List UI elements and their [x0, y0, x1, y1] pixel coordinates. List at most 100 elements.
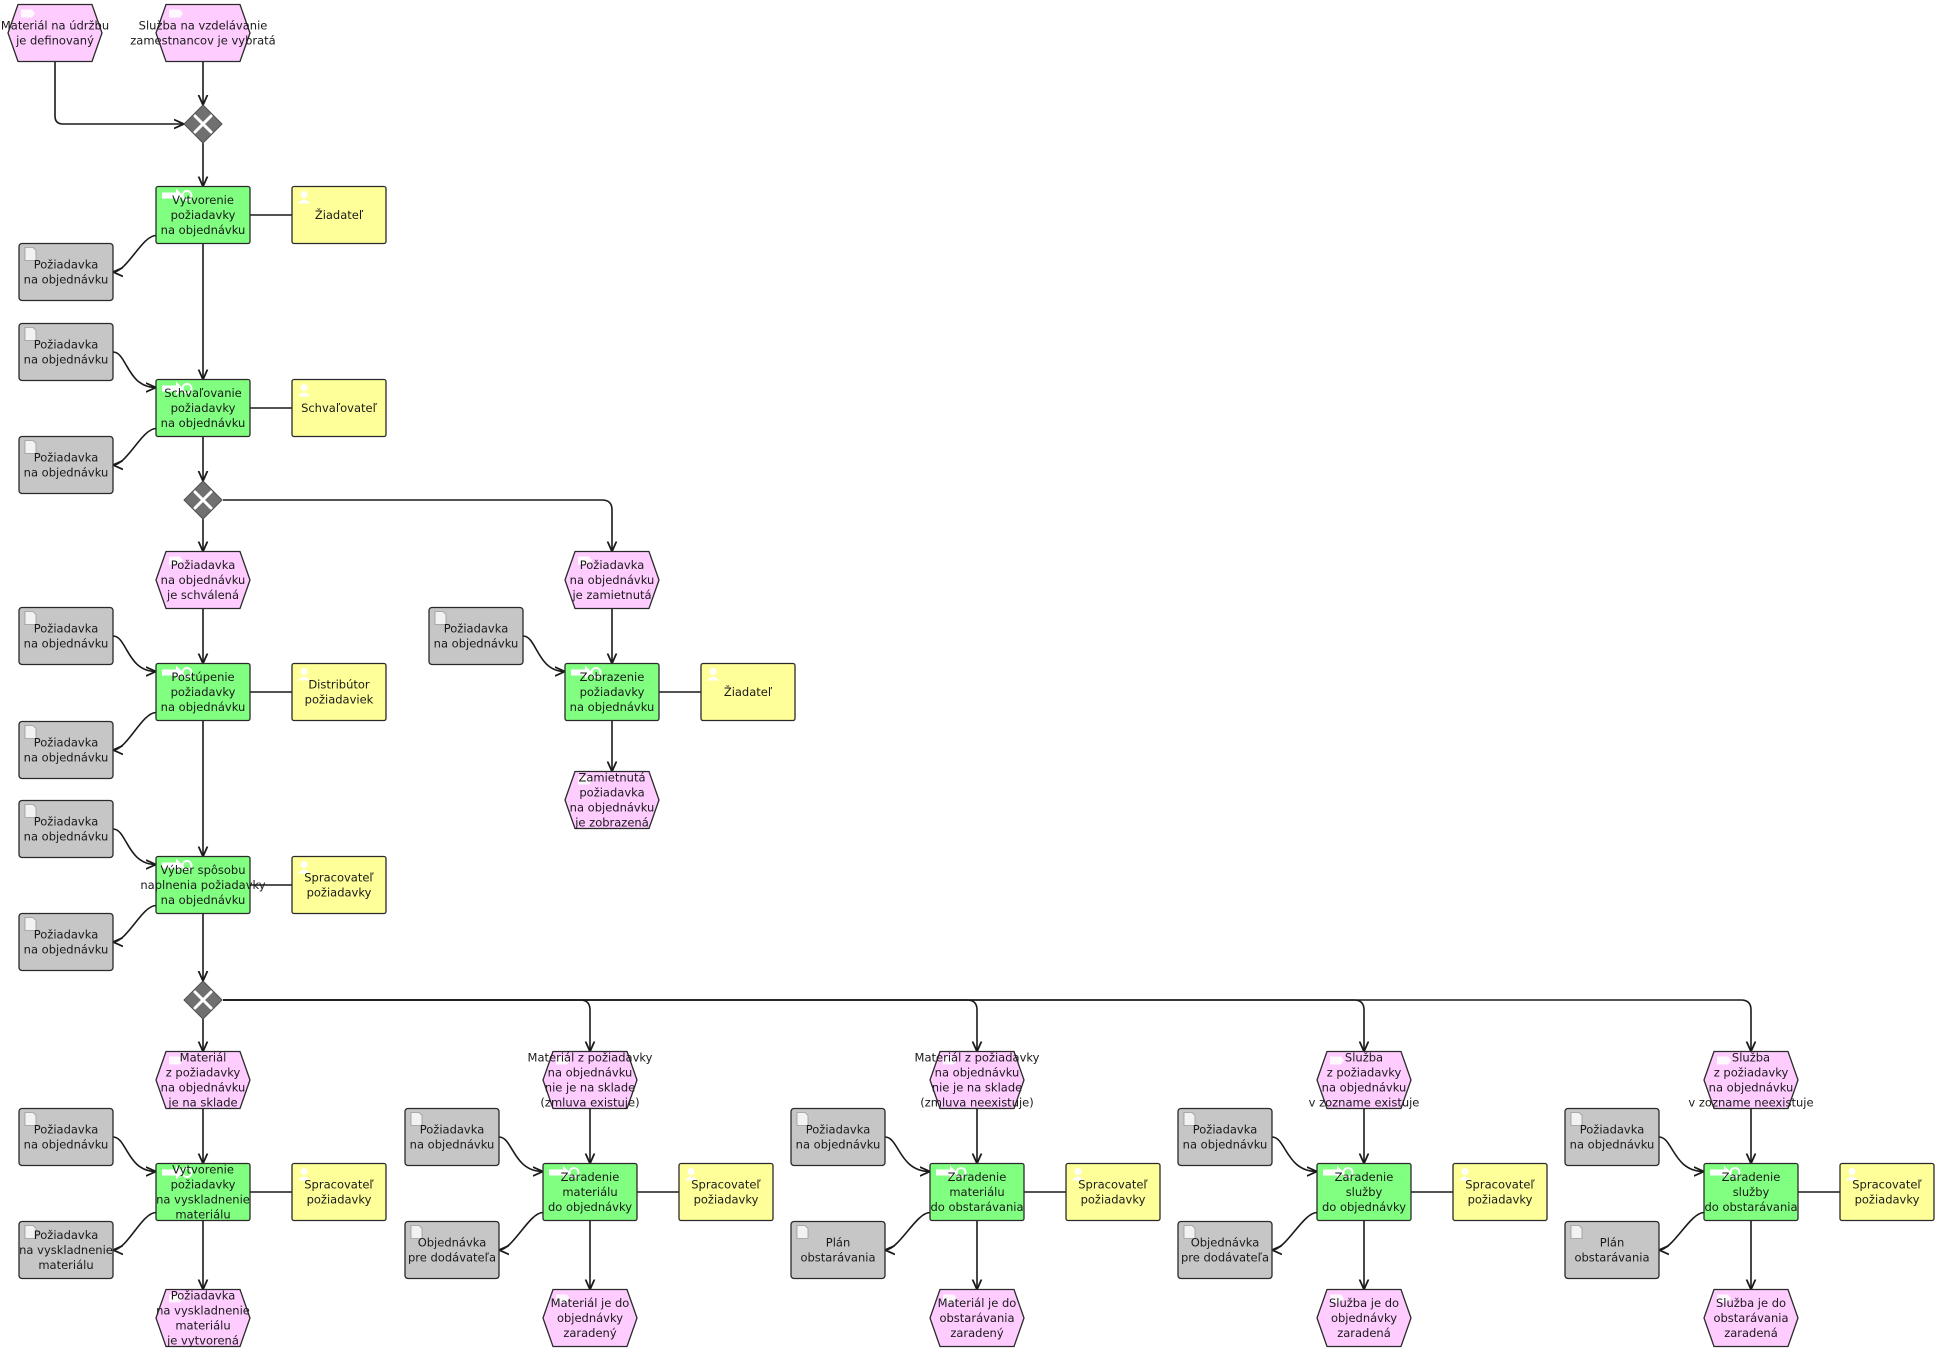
function-shape	[155, 1162, 251, 1222]
label-line: pre dodávateľa	[1181, 1251, 1269, 1265]
document-icon	[24, 440, 37, 454]
label-line: Zaradenie	[561, 1170, 620, 1184]
label-line: Požiadavka	[420, 1123, 485, 1137]
label-line: na vyskladnenie	[156, 1304, 250, 1318]
label-line: Plán	[826, 1236, 850, 1250]
label-line: Požiadavka	[1193, 1123, 1258, 1137]
event-shape	[542, 1288, 638, 1348]
function-arrow-icon	[936, 1165, 957, 1180]
label-line: na objednávku	[161, 416, 246, 430]
label-line: materiálu	[175, 1208, 230, 1222]
document-icon	[24, 1225, 37, 1239]
document-icon	[796, 1225, 809, 1239]
gateway-node[interactable]	[183, 104, 223, 144]
gateway-node[interactable]	[183, 480, 223, 520]
document-shape	[790, 1220, 886, 1280]
label-line: Materiál z požiadavky	[915, 1051, 1040, 1065]
document-icon	[434, 611, 447, 625]
gateway-node[interactable]	[183, 980, 223, 1020]
label-line: na objednávku	[570, 801, 655, 815]
label-line: požiadavky	[171, 401, 236, 415]
connector-edge	[522, 635, 565, 672]
event-icon	[556, 1056, 570, 1065]
connector-edge	[54, 61, 184, 125]
label-line: Spracovateľ	[304, 871, 374, 885]
role-node[interactable]: Žiadateľ	[291, 185, 387, 245]
event-icon	[169, 1294, 183, 1303]
function-gear-icon	[1342, 1167, 1354, 1178]
label-line: na objednávku	[570, 700, 655, 714]
label-line: do obstarávania	[930, 1200, 1023, 1214]
role-node[interactable]: Schvaľovateľ	[291, 378, 387, 438]
document-icon	[24, 327, 37, 341]
function-arrow-icon	[1710, 1165, 1731, 1180]
label-line: na objednávku	[1570, 1138, 1655, 1152]
label-line: Požiadavka	[580, 558, 645, 572]
label-line: je zobrazená	[574, 816, 649, 830]
role-node[interactable]: Žiadateľ	[700, 662, 796, 722]
connector-edge	[113, 1211, 157, 1251]
document-shape	[18, 720, 114, 780]
label-line: na objednávku	[1709, 1081, 1794, 1095]
role-shape	[700, 662, 796, 722]
label-line: Požiadavka	[171, 558, 236, 572]
label-line: Služba	[1345, 1051, 1383, 1065]
person-body-icon	[298, 199, 310, 204]
label-line: požiadavky	[171, 685, 236, 699]
connector-edge	[223, 499, 612, 552]
